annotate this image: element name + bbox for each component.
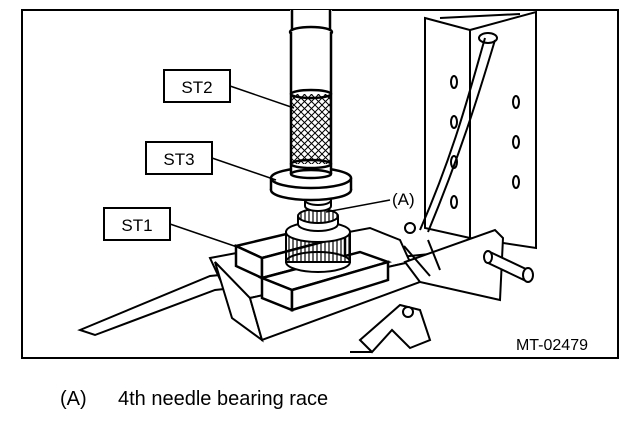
- svg-text:(A): (A): [392, 190, 415, 209]
- legend-key: (A): [60, 388, 87, 410]
- st2-press-shaft: [288, 10, 334, 180]
- press-frame: [404, 10, 537, 250]
- svg-text:ST3: ST3: [163, 150, 194, 169]
- label-st1: ST1: [103, 207, 247, 251]
- label-a: (A): [325, 190, 415, 213]
- legend-text: 4th needle bearing race: [118, 388, 329, 410]
- label-st3: ST3: [145, 141, 277, 181]
- clamp: [350, 303, 432, 354]
- svg-text:ST1: ST1: [121, 216, 152, 235]
- svg-text:ST2: ST2: [181, 78, 212, 97]
- handle-rod: [483, 250, 534, 283]
- gear-assembly: [285, 194, 351, 273]
- legend-caption: (A) 4th needle bearing race: [60, 388, 328, 411]
- label-st2: ST2: [163, 69, 295, 109]
- figure-reference: MT-02479: [516, 337, 588, 354]
